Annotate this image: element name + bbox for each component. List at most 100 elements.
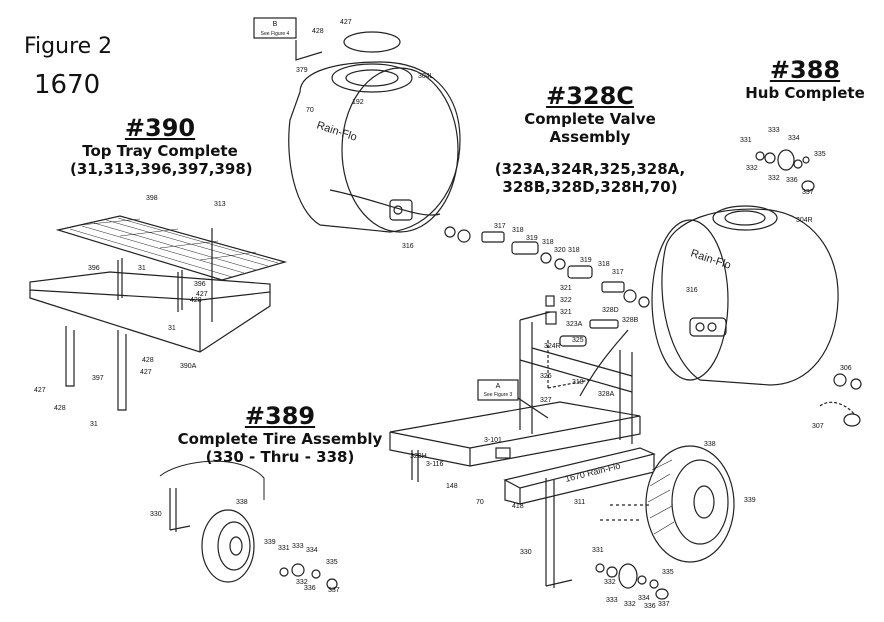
part-label: 3-101 (484, 437, 502, 444)
part-label: 336 (786, 177, 798, 184)
part-label: 379 (296, 67, 308, 74)
ref-box-a: A See Figure 3 (477, 379, 549, 419)
part-label: 396 (88, 265, 100, 272)
part-label: 70 (476, 499, 484, 506)
part-label: 318 (568, 247, 580, 254)
part-label: 307 (812, 423, 824, 430)
part-label: 3-116 (426, 461, 443, 468)
ref-box-a-letter: A (496, 383, 501, 390)
part-label: 318 (572, 379, 584, 386)
assembly-388-name: Hub Complete (745, 84, 865, 102)
part-label: 398 (146, 195, 158, 202)
assembly-388-number: #388 (769, 56, 841, 84)
part-label: 335 (662, 569, 674, 576)
part-label: 333 (768, 127, 780, 134)
part-label: 321 (560, 309, 572, 316)
part-label: 31 (90, 421, 98, 428)
part-label: 332 (296, 579, 308, 586)
part-label: 338 (704, 441, 716, 448)
part-label: 427 (140, 369, 152, 376)
top-tray (29, 215, 288, 411)
part-label: 327 (540, 397, 552, 404)
part-label: 334 (638, 595, 650, 602)
part-label: 428 (190, 297, 202, 304)
left-tire (159, 460, 338, 590)
part-label: 70 (306, 107, 314, 114)
assembly-328c-name-2: Assembly (549, 128, 631, 146)
part-label: 427 (196, 291, 208, 298)
part-label: 325 (572, 337, 584, 344)
assembly-328c-header: #328C Complete Valve Assembly (490, 82, 690, 146)
assembly-388-header: #388 Hub Complete (735, 56, 875, 102)
part-label: 313 (214, 201, 226, 208)
part-label: 331 (740, 137, 752, 144)
part-label: 428 (312, 28, 324, 35)
part-label: 304L (418, 73, 434, 80)
main-wheel (545, 445, 735, 588)
part-label: 306 (840, 365, 852, 372)
part-label: 320 (554, 247, 566, 254)
part-label: 339 (264, 539, 276, 546)
part-label: 390A (180, 363, 197, 370)
part-label: 31 (168, 325, 176, 332)
part-label: 338 (236, 499, 248, 506)
part-label: 332 (768, 175, 780, 182)
part-label: 331 (278, 545, 290, 552)
right-hub-parts (819, 373, 862, 427)
part-label: 332 (624, 601, 636, 608)
part-label: 316 (402, 243, 414, 250)
part-label: 396 (194, 281, 206, 288)
part-label: 331 (592, 547, 604, 554)
part-label: 336 (644, 603, 656, 610)
part-label: 337 (658, 601, 670, 608)
part-label: 333 (292, 543, 304, 550)
valve-line (444, 226, 650, 397)
hub-parts (755, 149, 815, 192)
model-number: 1670 (34, 70, 101, 100)
part-label: 304R (796, 217, 813, 224)
right-tank: Rain-Flo (651, 205, 839, 386)
assembly-390-number: #390 (124, 114, 196, 142)
assembly-328c-number: #328C (546, 82, 634, 110)
part-label: 328D (602, 307, 619, 314)
part-label: 336 (304, 585, 316, 592)
part-label: 427 (34, 387, 46, 394)
figure-title: Figure 2 (24, 34, 113, 59)
part-label: 324R (544, 343, 561, 350)
ref-box-b: B See Figure 4 (253, 17, 323, 61)
assembly-328c-parts: (323A,324R,325,328A, 328B,328D,328H,70) (490, 160, 690, 196)
part-label: 316 (686, 287, 698, 294)
part-label: 323A (566, 321, 583, 328)
part-label: 337 (802, 189, 814, 196)
ref-box-b-letter: B (273, 21, 278, 28)
assembly-389-number: #389 (244, 402, 316, 430)
assembly-328c-parts-1: (323A,324R,325,328A, (494, 160, 686, 178)
part-label: 318 (598, 261, 610, 268)
part-label: 427 (340, 19, 352, 26)
part-label: 328H (410, 453, 427, 460)
part-label: 332 (746, 165, 758, 172)
left-tank: Rain-Flo (288, 31, 461, 233)
part-label: 318 (542, 239, 554, 246)
ref-box-b-text: See Figure 4 (261, 31, 290, 37)
part-label: 397 (92, 375, 104, 382)
part-label: 319 (580, 257, 592, 264)
assembly-389-header: #389 Complete Tire Assembly (330 - Thru … (170, 402, 390, 466)
part-label: 319 (526, 235, 538, 242)
assembly-328c-name-1: Complete Valve (524, 110, 656, 128)
assembly-389-parts: (330 - Thru - 338) (205, 448, 355, 466)
ref-box-a-text: See Figure 3 (484, 392, 513, 398)
part-label: 322 (560, 297, 572, 304)
part-label: 148 (446, 483, 458, 490)
part-label: 428 (142, 357, 154, 364)
part-label: 330 (520, 549, 532, 556)
part-label: 192 (352, 99, 364, 106)
part-label: 339 (744, 497, 756, 504)
assembly-390-parts: (31,313,396,397,398) (70, 160, 253, 178)
part-label: 334 (788, 135, 800, 142)
part-label: 334 (306, 547, 318, 554)
part-label: 321 (560, 285, 572, 292)
assembly-390-header: #390 Top Tray Complete (31,313,396,397,3… (70, 114, 253, 178)
part-label: 31 (138, 265, 146, 272)
